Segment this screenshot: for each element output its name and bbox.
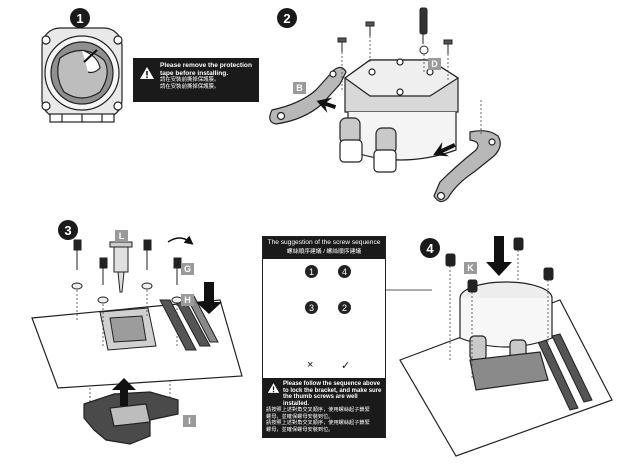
screw-sequence-panel: The suggestion of the screw sequence 螺絲順… [262,236,386,438]
step-badge-3: 3 [58,220,78,240]
rotate-arrow-icon [167,235,194,245]
guide-dashes-step4 [449,250,549,380]
part-tag-b: B [293,82,306,94]
part-tag-k: K [464,262,477,274]
backplate [83,391,179,445]
warning-icon [267,383,280,393]
sequence-number-1: 1 [305,265,318,278]
sequence-number-2: 2 [338,301,351,314]
screw-sequence-title-zh: 螺絲順序建議 / 螺絲順序建議 [286,249,362,255]
screws-step2 [337,7,453,55]
screw-sequence-title-en: The suggestion of the screw sequence [267,239,381,246]
step-badge-2: 2 [277,8,297,28]
sequence-warning-en-2: to lock the bracket, and make sure [283,387,382,394]
guide-dashes-step2 [341,36,482,134]
thermal-paste-syringe [109,241,133,293]
screw-sequence-title: The suggestion of the screw sequence 螺絲順… [263,237,385,259]
push-arrows-step2 [316,97,456,157]
part-tag-l: L [115,230,128,242]
standoffs [71,239,183,304]
warning-text-zh-2: 請在安裝前撕掉保護膜。 [160,83,220,90]
warning-text-en-1: Please remove the protection [160,62,252,69]
protection-tape-warning: Please remove the protection tape before… [133,58,259,102]
step-badge-4: 4 [420,238,440,258]
sequence-number-4: 4 [338,265,351,278]
sequence-warning-zh-1: 請按照上述對角交叉順序，使用螺絲起子鎖緊 [266,407,370,414]
arrow-step4 [486,236,512,276]
warning-text-zh-1: 請在安裝前撕掉保護膜。 [160,77,220,84]
step-badge-1: 1 [70,8,90,28]
arrows-step3 [112,282,222,406]
warning-icon [140,67,154,79]
sequence-warning-zh-2: 螺母，並確保螺母安裝到位。 [266,413,334,420]
warning-text-en-2: tape before installing. [160,69,229,77]
thumb-screws-step4 [445,237,554,293]
wrong-mark: × [307,359,314,371]
sequence-warning-zh-3: 請按照上述對角交叉順序，使用螺絲起子鎖緊 [266,420,370,427]
screw-sequence-warning: Please follow the sequence above to lock… [263,378,385,438]
bracket-right [433,130,501,203]
sequence-warning-en-1: Please follow the sequence above [283,381,381,387]
part-tag-d: D [428,58,441,70]
cpu-socket [99,307,157,351]
sequence-warning-zh-4: 螺母，並確保螺母安裝到位。 [266,426,334,433]
pump-step4 [459,281,553,391]
bracket-left [269,66,347,125]
part-tag-h: H [181,294,194,306]
ram-slots-step4 [537,333,593,411]
sequence-number-3: 3 [305,301,318,314]
correct-mark: ✓ [341,360,351,372]
sequence-warning-en-3: the thumb screws are well installed. [283,394,358,407]
part-tag-i: I [183,415,196,427]
part-tag-g: G [181,263,194,275]
pump-top-with-tape [41,27,123,123]
